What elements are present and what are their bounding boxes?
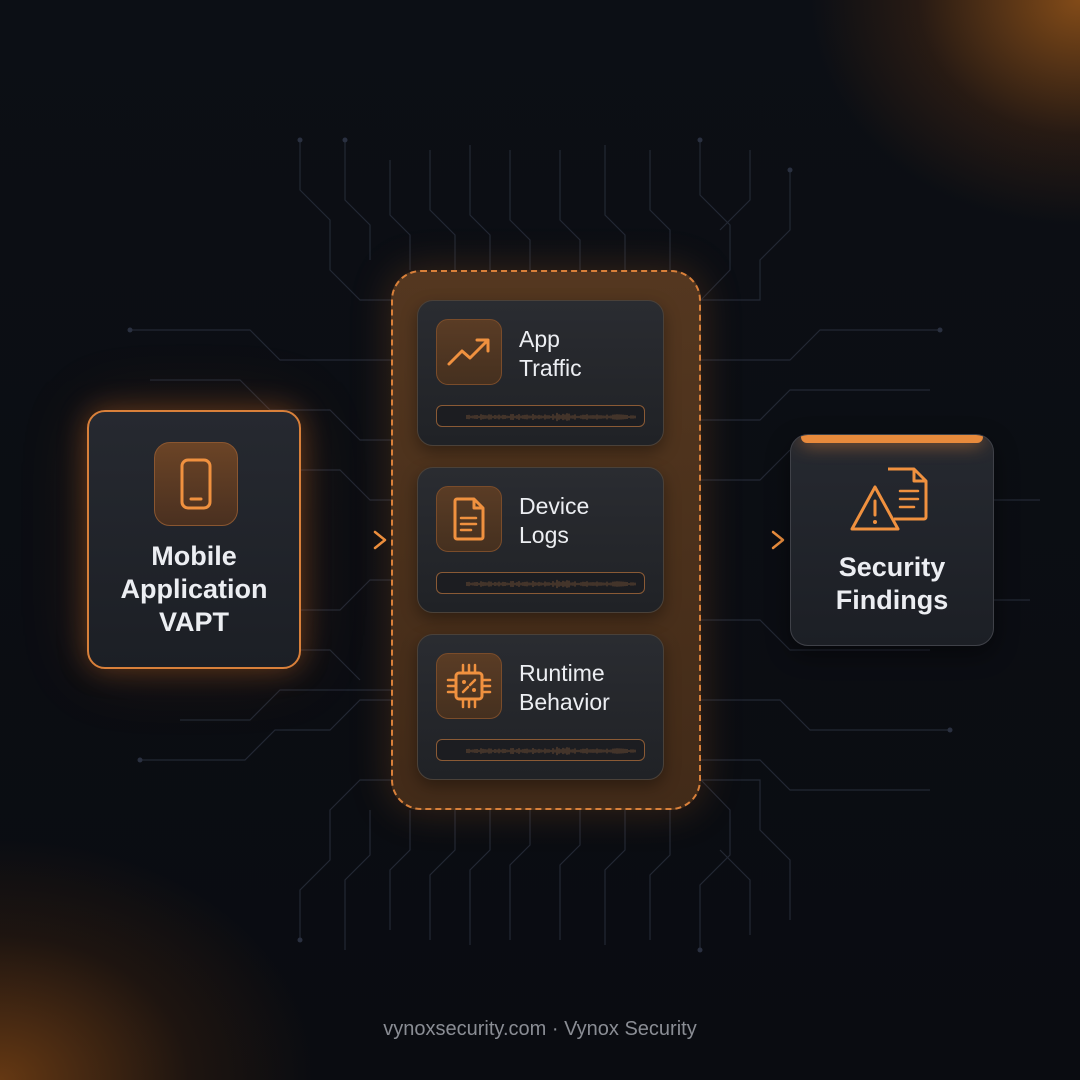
- mobile-application-vapt-title: Mobile Application VAPT: [120, 541, 268, 637]
- device-logs-signal-bar: [436, 572, 645, 594]
- app-traffic-label: App Traffic: [519, 326, 582, 381]
- runtime-behavior-card[interactable]: Runtime Behavior: [417, 634, 664, 780]
- trend-up-icon: [436, 319, 502, 385]
- device-logs-label: Device Logs: [519, 493, 590, 548]
- footer-credit: vynoxsecurity.com · Vynox Security: [383, 1018, 697, 1040]
- document-icon: [436, 486, 502, 552]
- card-top-glow: [801, 435, 983, 443]
- arrow-right-icon: [701, 530, 785, 550]
- runtime-behavior-signal-bar: [436, 739, 645, 761]
- mobile-application-vapt-card[interactable]: Mobile Application VAPT: [87, 410, 301, 669]
- smartphone-icon: [154, 442, 238, 526]
- device-logs-card[interactable]: Device Logs: [417, 467, 664, 613]
- cpu-chip-icon: [436, 653, 502, 719]
- security-findings-title: Security Findings: [835, 552, 949, 615]
- runtime-behavior-label: Runtime Behavior: [519, 660, 610, 715]
- security-findings-card[interactable]: Security Findings: [790, 434, 994, 646]
- arrow-right-icon: [301, 530, 387, 550]
- app-traffic-signal-bar: [436, 405, 645, 427]
- app-traffic-card[interactable]: App Traffic: [417, 300, 664, 446]
- warning-document-icon: [848, 461, 938, 541]
